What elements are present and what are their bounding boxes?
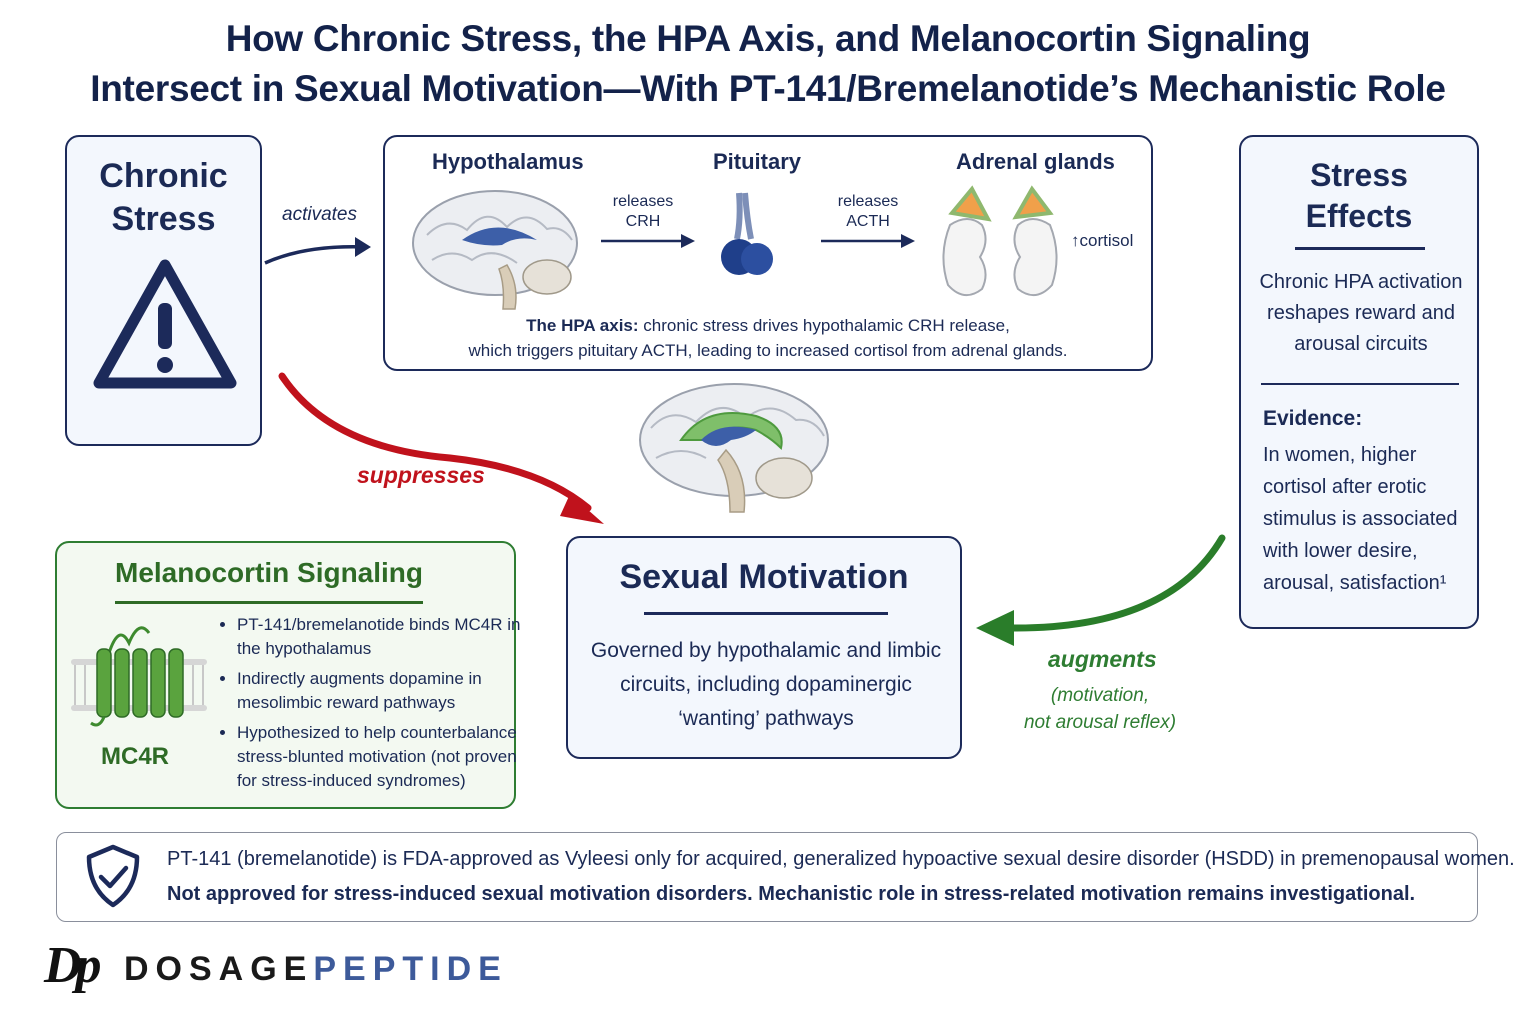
evidence-heading: Evidence: bbox=[1263, 407, 1363, 430]
bullet-item: Indirectly augments dopamine in mesolimb… bbox=[237, 667, 537, 715]
chronic-stress-label: Chronic Stress bbox=[67, 155, 260, 241]
brand-word-peptide: PEPTIDE bbox=[313, 950, 508, 988]
stress-effects-divider bbox=[1295, 247, 1425, 250]
up-arrow-icon: ↑ bbox=[1071, 231, 1080, 250]
disclaimer-line-1: PT-141 (bremelanotide) is FDA-approved a… bbox=[167, 848, 1515, 870]
evidence-divider bbox=[1261, 383, 1459, 385]
disclaimer-line-2: Not approved for stress-induced sexual m… bbox=[167, 883, 1416, 905]
acth-label: ACTH bbox=[846, 213, 890, 230]
stress-effects-heading: Stress Effects bbox=[1241, 155, 1477, 237]
crh-label: CRH bbox=[625, 213, 661, 230]
pituitary-label: Pituitary bbox=[713, 149, 802, 174]
mc4r-receptor-icon bbox=[71, 626, 207, 727]
bullet-item: PT-141/bremelanotide binds MC4R in the h… bbox=[237, 613, 537, 661]
stress-effects-text: Chronic HPA activation reshapes reward a… bbox=[1259, 271, 1463, 355]
hpa-caption-line-1: chronic stress drives hypothalamic CRH r… bbox=[638, 316, 1010, 335]
sexual-motivation-box: Sexual Motivation Governed by hypothalam… bbox=[566, 536, 962, 759]
activates-arrow bbox=[264, 237, 371, 265]
cortisol-label: cortisol bbox=[1079, 231, 1134, 250]
sexual-motivation-text: Governed by hypothalamic and limbic circ… bbox=[590, 639, 942, 730]
limbic-brain-icon bbox=[639, 383, 829, 513]
releases-crh-verb: releases bbox=[612, 193, 674, 210]
acth-arrow bbox=[821, 234, 915, 248]
title-line-2: Intersect in Sexual Motivation—With PT-1… bbox=[90, 68, 1446, 109]
hpa-caption-bold: The HPA axis: bbox=[526, 316, 639, 335]
hypothalamus-label: Hypothalamus bbox=[432, 149, 584, 174]
hpa-axis-box: Hypothalamus Pituitary Adrenal glands re… bbox=[383, 135, 1153, 371]
melanocortin-heading: Melanocortin Signaling bbox=[115, 557, 424, 588]
hpa-caption-line-2: which triggers pituitary ACTH, leading t… bbox=[468, 341, 1068, 360]
disclaimer-box: PT-141 (bremelanotide) is FDA-approved a… bbox=[56, 832, 1515, 922]
evidence-text: In women, higher cortisol after erotic s… bbox=[1263, 444, 1458, 594]
releases-acth-label: releases ACTH bbox=[828, 192, 908, 232]
brand-word-dosage: DOSAGE bbox=[124, 950, 314, 988]
suppresses-arrow bbox=[278, 372, 604, 524]
augments-note-line-2: not arousal reflex) bbox=[1023, 712, 1177, 733]
warning-triangle-icon bbox=[93, 259, 237, 389]
augments-note: (motivation, not arousal reflex) bbox=[1010, 682, 1190, 736]
melanocortin-divider bbox=[115, 601, 423, 604]
adrenal-glands-icon bbox=[942, 185, 1058, 296]
title-line-1: How Chronic Stress, the HPA Axis, and Me… bbox=[225, 18, 1311, 59]
pituitary-gland-icon bbox=[721, 192, 773, 275]
chronic-stress-line-2: Stress bbox=[111, 200, 216, 238]
chronic-stress-box: Chronic Stress bbox=[65, 135, 262, 446]
releases-acth-verb: releases bbox=[837, 193, 899, 210]
activates-label: activates bbox=[282, 204, 357, 225]
crh-arrow bbox=[601, 234, 695, 248]
augments-note-line-1: (motivation, bbox=[1050, 685, 1150, 706]
melanocortin-bullets: PT-141/bremelanotide binds MC4R in the h… bbox=[217, 613, 537, 799]
stress-effects-heading-line-1: Stress bbox=[1310, 157, 1408, 193]
stress-effects-heading-line-2: Effects bbox=[1305, 198, 1413, 234]
suppresses-label: suppresses bbox=[357, 462, 485, 488]
stress-effects-box: Stress Effects Chronic HPA activation re… bbox=[1239, 135, 1479, 629]
shield-check-icon bbox=[86, 844, 140, 908]
releases-crh-label: releases CRH bbox=[603, 192, 683, 232]
page-title: How Chronic Stress, the HPA Axis, and Me… bbox=[0, 14, 1536, 114]
sexual-motivation-heading: Sexual Motivation bbox=[619, 558, 909, 596]
hpa-caption: The HPA axis: chronic stress drives hypo… bbox=[385, 313, 1151, 363]
bullet-item: Hypothesized to help counterbalance stre… bbox=[237, 721, 537, 793]
mc4r-label: MC4R bbox=[101, 743, 170, 770]
augments-label: augments bbox=[1048, 646, 1157, 672]
brand-wordmark: DOSAGEPEPTIDE bbox=[124, 950, 508, 989]
brand-monogram: Dp bbox=[44, 937, 102, 994]
cortisol-indicator: ↑cortisol bbox=[1071, 231, 1133, 251]
augments-arrow bbox=[976, 534, 1226, 646]
melanocortin-box: Melanocortin Signaling MC4R PT-141/breme… bbox=[55, 541, 520, 809]
hypothalamus-brain-icon bbox=[412, 190, 578, 310]
sexual-motivation-divider bbox=[644, 612, 888, 615]
adrenal-glands-label: Adrenal glands bbox=[956, 149, 1115, 174]
chronic-stress-line-1: Chronic bbox=[99, 157, 228, 195]
